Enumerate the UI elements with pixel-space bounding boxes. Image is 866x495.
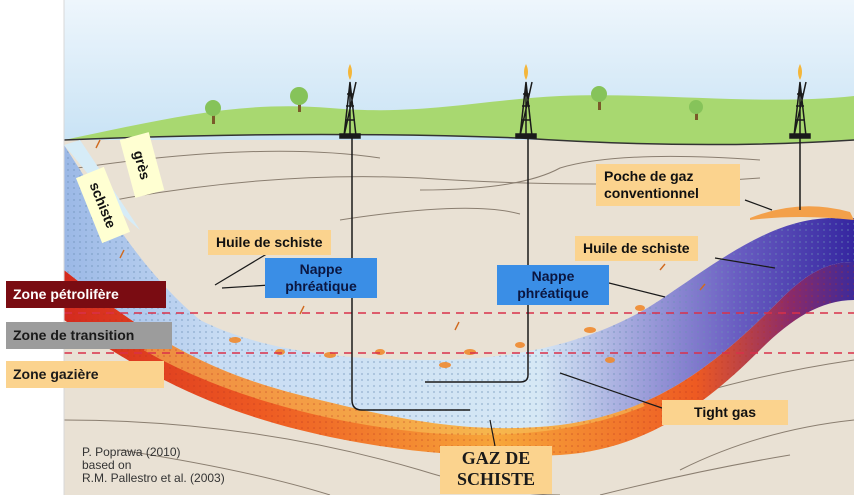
credit-line1: P. Poprawa (2010): [82, 445, 181, 459]
tree-1: [205, 100, 221, 124]
source-credit: P. Poprawa (2010) based on R.M. Pallestr…: [82, 446, 225, 485]
nappe-right-line1: Nappe: [531, 268, 575, 284]
label-tight-gas: Tight gas: [662, 400, 788, 425]
label-huile-de-schiste-right: Huile de schiste: [575, 236, 698, 261]
label-nappe-phreatique-right: Nappe phréatique: [497, 265, 609, 305]
poche-line1: Poche de gaz: [604, 168, 694, 184]
pointer-gaz: [489, 419, 496, 447]
derrick-middle: [515, 81, 537, 139]
well-pipe-middle: [425, 138, 529, 383]
tree-3: [591, 86, 607, 110]
tree-4: [689, 100, 703, 120]
pointer-nappe-right: [604, 281, 666, 298]
pointer-poche: [744, 199, 773, 211]
poche-line2: conventionnel: [604, 185, 699, 201]
zone-transition-label: Zone de transition: [6, 322, 172, 349]
derrick-left: [339, 81, 361, 139]
grass: [64, 95, 854, 145]
gaz-line2: SCHISTE: [456, 469, 536, 489]
label-nappe-phreatique-left: Nappe phréatique: [265, 258, 377, 298]
derrick-right: [789, 81, 811, 139]
nappe-left-line1: Nappe: [299, 261, 343, 277]
pointer-huile-left: [214, 251, 271, 286]
tree-2: [290, 87, 308, 112]
zone-petrolifere-label: Zone pétrolifère: [6, 281, 166, 308]
credit-line2: based on: [82, 458, 132, 472]
gas-pocket: [750, 206, 854, 220]
zone-gaziere-label: Zone gazière: [6, 361, 164, 388]
pointer-nappe-left: [221, 284, 271, 289]
well-pipe-left: [351, 138, 470, 411]
pointer-huile-right: [714, 257, 776, 269]
label-gaz-de-schiste: GAZ DE SCHISTE: [440, 446, 552, 494]
nappe-right-line2: phréatique: [517, 285, 589, 301]
label-poche-de-gaz: Poche de gaz conventionnel: [596, 164, 740, 206]
gaz-line1: GAZ DE: [461, 448, 531, 468]
nappe-left-line2: phréatique: [285, 278, 357, 294]
credit-line3: R.M. Pallestro et al. (2003): [82, 471, 225, 485]
label-huile-de-schiste-left: Huile de schiste: [208, 230, 331, 255]
pointer-tight: [559, 372, 663, 409]
